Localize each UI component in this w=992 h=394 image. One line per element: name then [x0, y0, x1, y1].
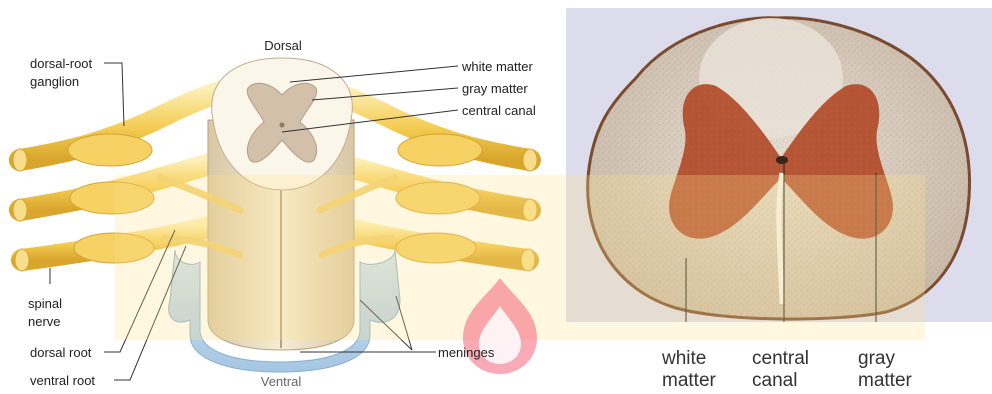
- micro-label-central-1: central: [752, 348, 809, 369]
- micro-label-gray-2: matter: [858, 370, 912, 391]
- label-meninges: meninges: [438, 345, 494, 360]
- label-dorsal-root-ganglion-1: dorsal-root: [30, 56, 92, 71]
- central-canal-dot: [280, 123, 285, 128]
- watermark-logo: [445, 270, 555, 380]
- label-central-canal: central canal: [462, 103, 536, 118]
- micro-label-white-1: white: [662, 348, 706, 369]
- micro-label-central-2: canal: [752, 370, 797, 391]
- label-dorsal-root: dorsal root: [30, 345, 91, 360]
- label-dorsal-root-ganglion-2: ganglion: [30, 74, 79, 89]
- label-dorsal: Dorsal: [252, 38, 314, 53]
- label-white-matter: white matter: [462, 59, 533, 74]
- label-ventral: Ventral: [248, 374, 314, 389]
- micrograph-central-canal: [776, 156, 788, 164]
- label-spinal-nerve-1: spinal: [28, 296, 62, 311]
- label-gray-matter: gray matter: [462, 81, 528, 96]
- label-spinal-nerve-2: nerve: [28, 314, 61, 329]
- label-ventral-root: ventral root: [30, 373, 95, 388]
- micro-label-gray-1: gray: [858, 348, 895, 369]
- micro-label-white-2: matter: [662, 370, 716, 391]
